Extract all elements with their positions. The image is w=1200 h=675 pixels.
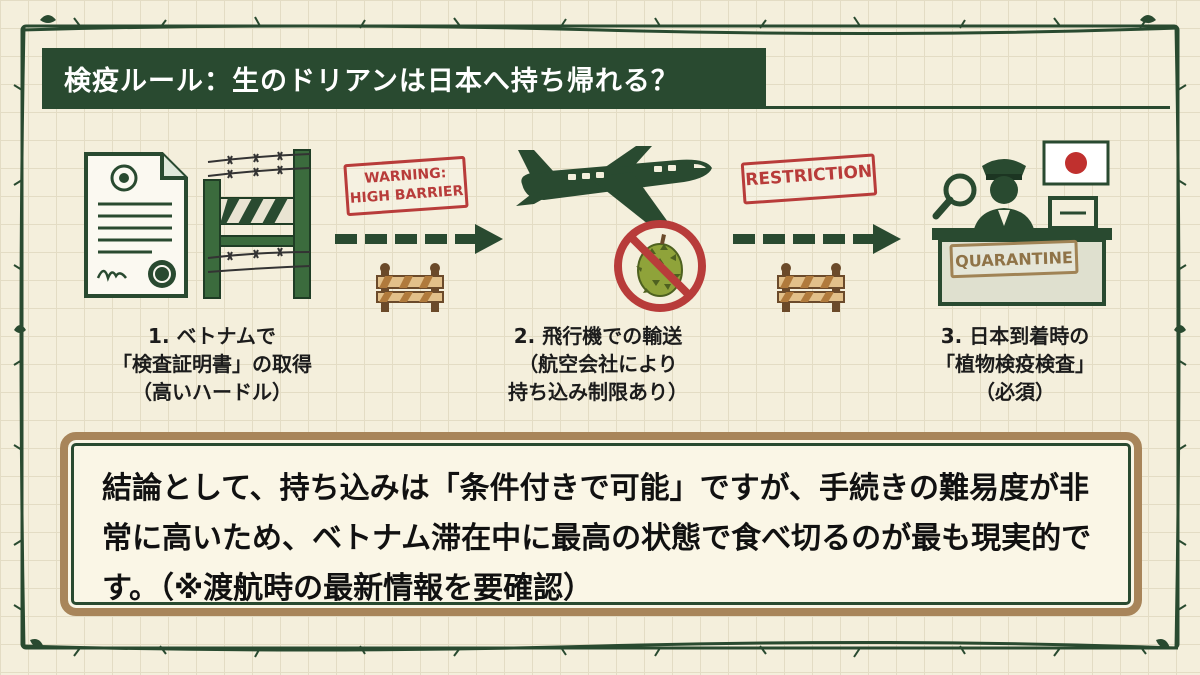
no-durian-icon [614,220,706,312]
page-title: 検疫ルール：生のドリアンは日本へ持ち帰れる？ [42,48,766,108]
certificate-document-icon [84,152,188,298]
dashed-arrow-icon [733,224,901,254]
title-underline [42,106,1170,109]
airplane-icon [516,146,712,224]
barricade-icon [777,263,845,312]
conclusion-text: 結論として、持ち込みは「条件付きで可能」ですが、手続きの難易度が非常に高いため、… [102,471,1092,606]
step-3-caption: 3. 日本到着時の 「植物検疫検査」 （必須） [935,324,1095,404]
warning-stamp: WARNING: HIGH BARRIER [343,155,469,217]
quarantine-label: QUARANTINE [949,239,1079,279]
conclusion-box: 結論として、持ち込みは「条件付きで可能」ですが、手続きの難易度が非常に高いため、… [60,432,1142,616]
step-1-caption: 1. ベトナムで 「検査証明書」の取得 （高いハードル） [112,324,312,404]
barricade-icon [376,263,444,312]
quarantine-officer-icon [932,140,1112,306]
step-2-caption: 2. 飛行機での輸送 （航空会社により 持ち込み制限あり） [508,324,688,404]
barbed-wire-barrier-icon [203,149,311,299]
dashed-arrow-icon [335,224,503,254]
